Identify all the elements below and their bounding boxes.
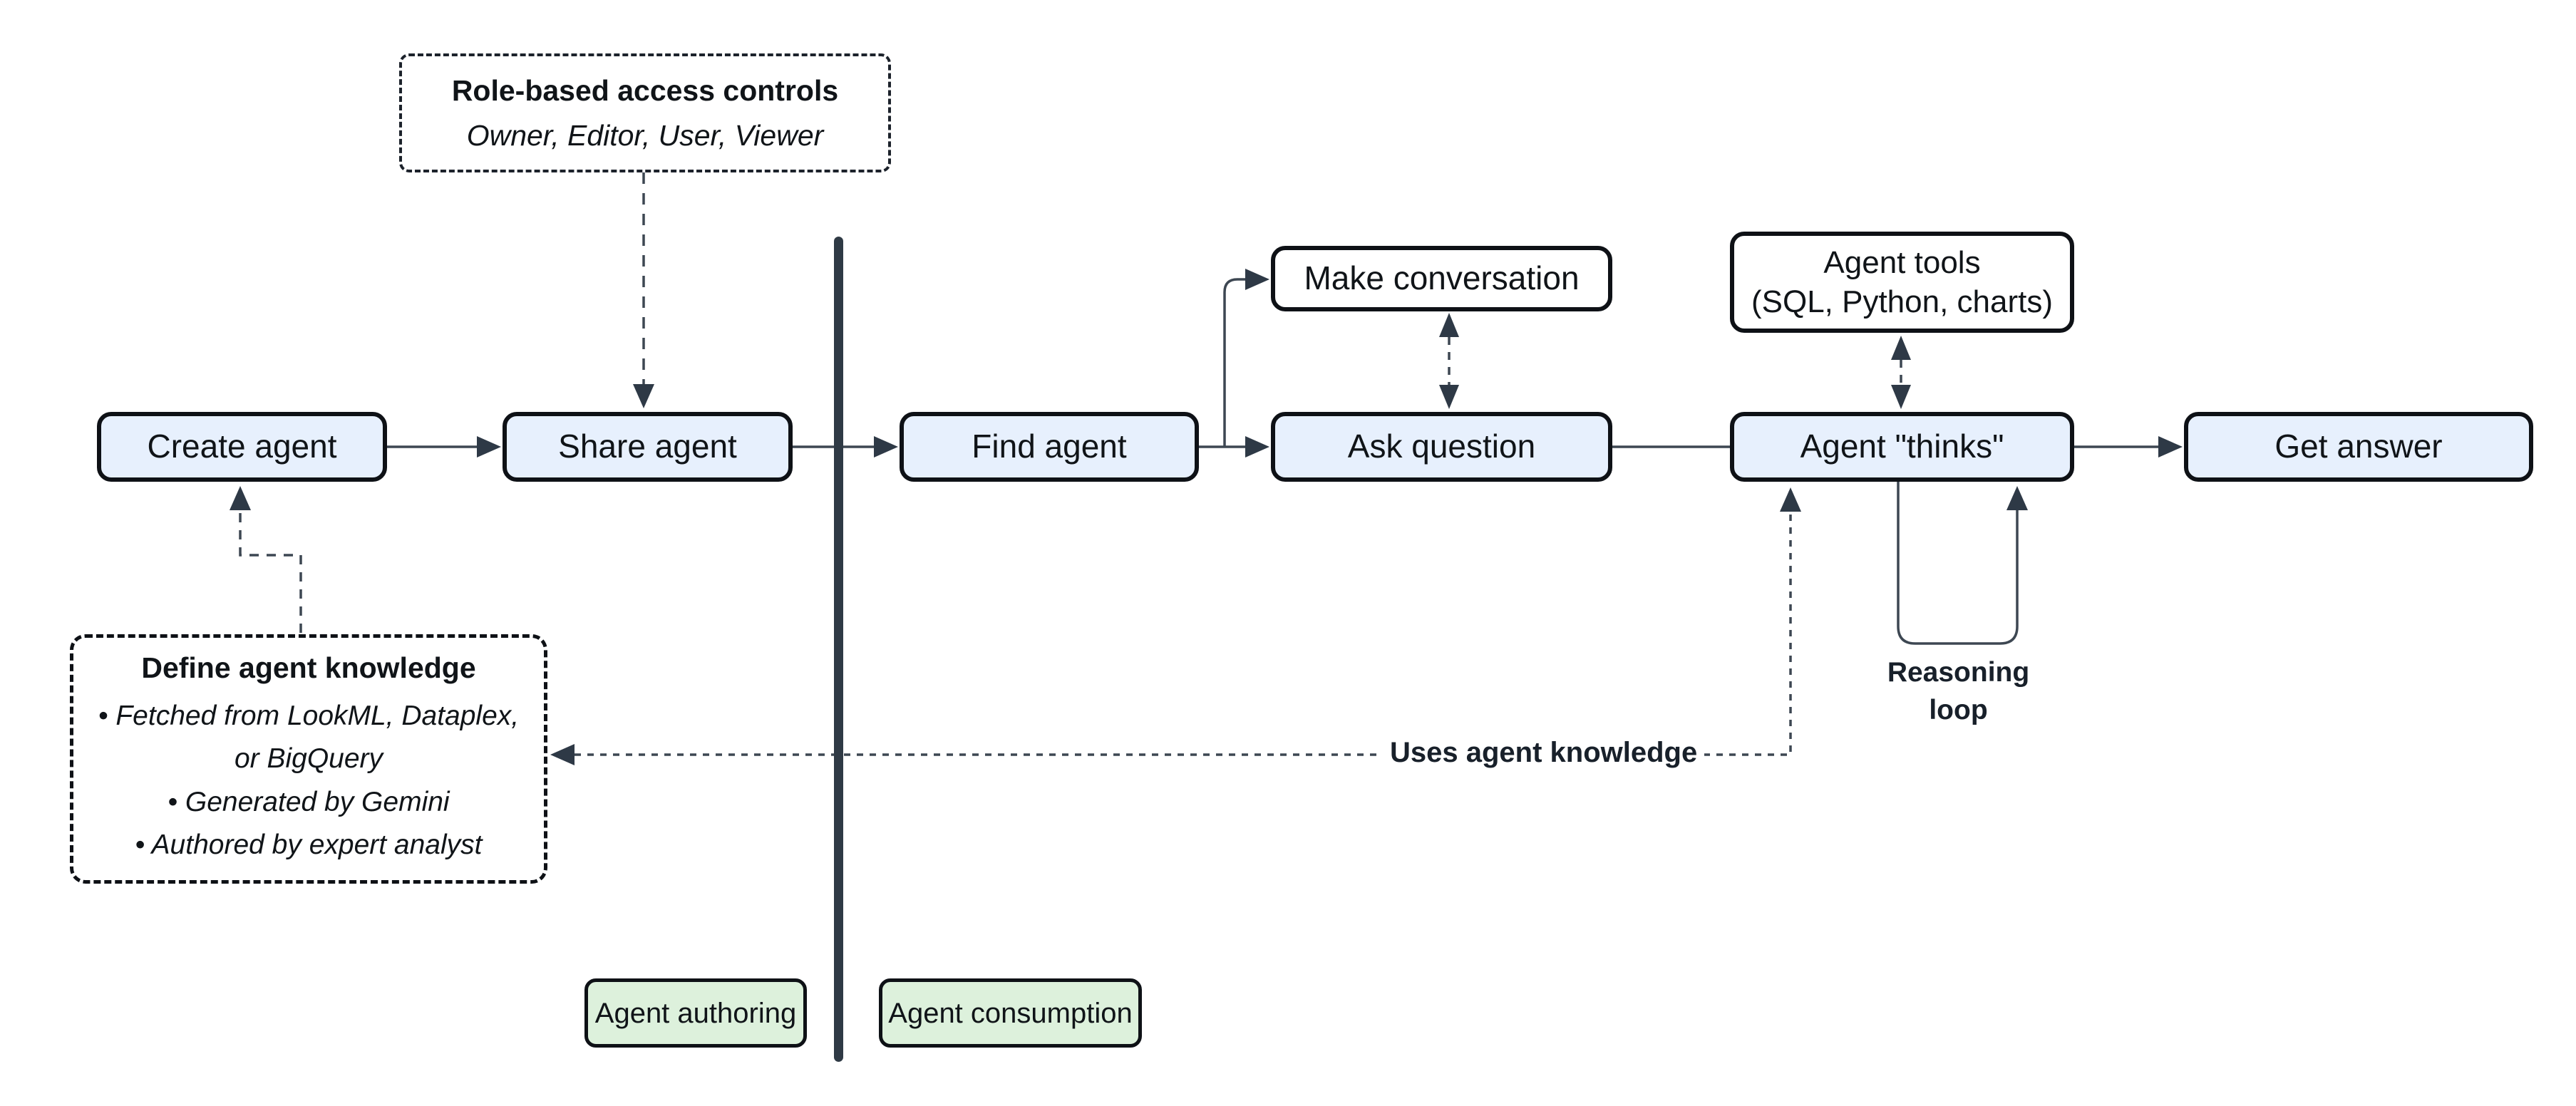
knowledge-bullet-1: • Fetched from LookML, Dataplex, — [98, 700, 520, 731]
edge-find-to-make-conversation — [1223, 278, 1245, 447]
note-define-agent-knowledge: Define agent knowledge • Fetched from Lo… — [70, 634, 547, 884]
node-share-agent-label: Share agent — [558, 428, 737, 465]
knowledge-bullet-2: • Generated by Gemini — [168, 786, 450, 817]
tag-agent-consumption: Agent consumption — [879, 978, 1142, 1048]
arrowhead-into-create — [230, 486, 251, 510]
node-make-conversation-label: Make conversation — [1304, 259, 1580, 297]
node-ask-question-label: Ask question — [1347, 428, 1536, 465]
edge-knowledge-to-create — [239, 510, 302, 633]
arrowhead-into-get-answer — [2158, 436, 2183, 458]
section-divider — [834, 237, 843, 1062]
arrowhead-thinks-down — [1891, 385, 1911, 409]
node-get-answer-label: Get answer — [2274, 428, 2443, 465]
label-reasoning-loop: Reasoning loop — [1853, 654, 2064, 729]
node-ask-question: Ask question — [1271, 412, 1612, 482]
node-create-agent-label: Create agent — [147, 428, 337, 465]
arrowhead-into-ask — [1245, 436, 1269, 458]
node-agent-thinks-label: Agent "thinks" — [1800, 428, 2004, 465]
arrowhead-into-make-conversation — [1245, 269, 1269, 290]
rbac-subtitle: Owner, Editor, User, Viewer — [466, 118, 824, 152]
knowledge-bullet-3: • Authored by expert analyst — [135, 829, 483, 860]
tag-agent-authoring: Agent authoring — [584, 978, 807, 1048]
arrowhead-into-find — [874, 436, 898, 458]
label-uses-agent-knowledge: Uses agent knowledge — [1383, 735, 1705, 770]
node-agent-tools-line2: (SQL, Python, charts) — [1751, 284, 2054, 319]
edge-reasoning-loop — [1897, 482, 2019, 645]
node-make-conversation: Make conversation — [1271, 246, 1612, 311]
tag-agent-authoring-label: Agent authoring — [594, 997, 797, 1029]
rbac-title: Role-based access controls — [451, 73, 839, 107]
node-find-agent: Find agent — [900, 412, 1199, 482]
arrowhead-into-share — [477, 436, 501, 458]
arrowhead-tools-up — [1891, 336, 1911, 360]
label-reasoning-loop-line1: Reasoning — [1887, 657, 2030, 688]
arrowhead-uses-up-into-thinks — [1780, 487, 1801, 512]
arrowhead-make-conv-up — [1439, 313, 1459, 337]
label-reasoning-loop-line2: loop — [1929, 694, 1988, 725]
arrowhead-loop-into-thinks — [2006, 486, 2028, 510]
node-create-agent: Create agent — [97, 412, 387, 482]
node-agent-thinks: Agent "thinks" — [1730, 412, 2074, 482]
note-role-based-access-controls: Role-based access controls Owner, Editor… — [399, 53, 891, 172]
arrowhead-uses-left — [550, 744, 575, 765]
node-get-answer: Get answer — [2184, 412, 2533, 482]
tag-agent-consumption-label: Agent consumption — [888, 997, 1133, 1029]
arrowhead-rbac-down — [633, 384, 654, 408]
knowledge-bullet-1-cont: or BigQuery — [234, 743, 383, 775]
node-share-agent: Share agent — [503, 412, 793, 482]
node-agent-tools: Agent tools (SQL, Python, charts) — [1730, 232, 2074, 333]
arrowhead-ask-down — [1439, 385, 1459, 409]
knowledge-title: Define agent knowledge — [141, 651, 476, 684]
node-find-agent-label: Find agent — [972, 428, 1127, 465]
node-agent-tools-line1: Agent tools — [1823, 245, 1981, 280]
edge-uses-agent-knowledge — [575, 512, 1792, 756]
